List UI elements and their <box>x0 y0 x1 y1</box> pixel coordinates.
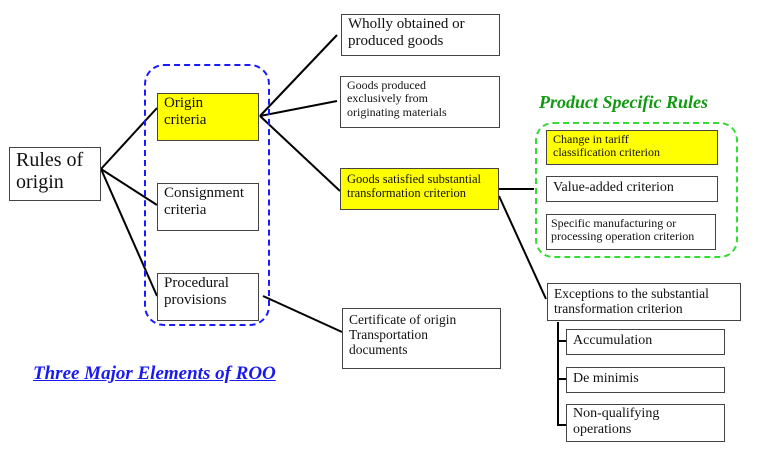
origin-criteria-node[interactable]: Origin criteria <box>157 93 259 141</box>
exception-item-de-minimis[interactable]: De minimis <box>566 367 725 393</box>
psr-item-change-in-tariff[interactable]: Change in tariff classification criterio… <box>546 130 718 165</box>
root-node[interactable]: Rules of origin <box>9 147 101 201</box>
connector-origin-substantial <box>259 115 341 192</box>
psr-item-specific-manufacturing[interactable]: Specific manufacturing or processing ope… <box>546 214 716 250</box>
three-elements-group <box>144 64 270 326</box>
consignment-criteria-node[interactable]: Consignment criteria <box>157 183 259 231</box>
certificate-of-origin-node[interactable]: Certificate of origin Transportation doc… <box>342 308 501 369</box>
connector-root-procedural <box>100 168 158 297</box>
connector-root-consignment <box>100 168 158 206</box>
connector-root-origin <box>100 107 158 170</box>
exclusively-originating-node[interactable]: Goods produced exclusively from originat… <box>340 76 500 128</box>
exceptions-bracket <box>557 322 566 426</box>
three-elements-title: Three Major Elements of ROO <box>33 363 276 384</box>
exception-item-accumulation[interactable]: Accumulation <box>566 329 725 355</box>
exceptions-node[interactable]: Exceptions to the substantial transforma… <box>547 283 741 321</box>
connector-substantial-exceptions <box>498 195 547 300</box>
psr-title: Product Specific Rules <box>539 92 708 112</box>
procedural-provisions-node[interactable]: Procedural provisions <box>157 273 259 321</box>
connector-procedural-certificate <box>262 295 343 333</box>
wholly-obtained-node[interactable]: Wholly obtained or produced goods <box>341 14 500 56</box>
psr-group <box>535 122 738 258</box>
exception-item-non-qualifying[interactable]: Non-qualifying operations <box>566 404 725 442</box>
connector-origin-exclusive <box>259 100 338 117</box>
psr-item-value-added[interactable]: Value-added criterion <box>546 176 718 202</box>
connector-origin-wholly <box>259 34 338 117</box>
substantial-transformation-node[interactable]: Goods satisfied substantial transformati… <box>340 168 499 210</box>
